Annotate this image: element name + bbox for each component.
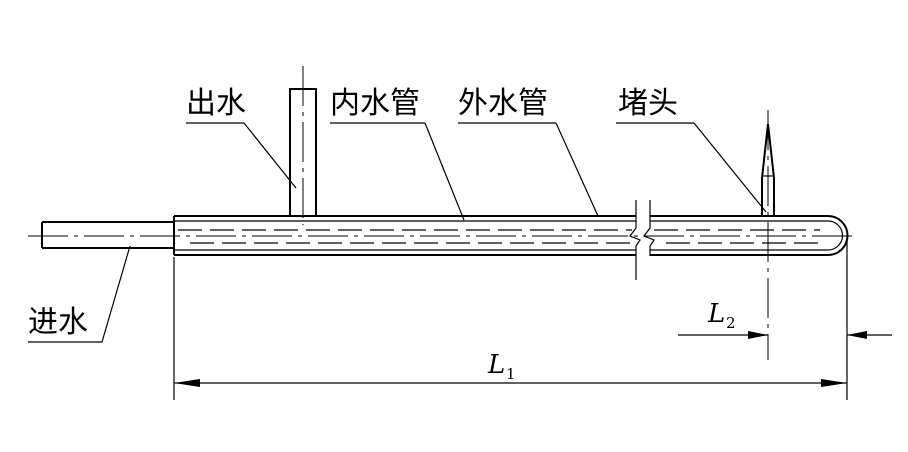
pipe-break [629,200,655,280]
leader-lines [28,122,767,343]
outer-pipe-label: 外水管 [458,86,548,121]
plug-label: 堵头 [618,86,678,121]
l1-dimension-line [174,379,847,387]
inner-pipe-label: 内水管 [330,86,420,121]
plug-shape [761,110,775,360]
l2-letter: L [707,299,725,329]
dimension-extension-lines [173,238,848,400]
inlet-label: 进水 [28,305,88,340]
outlet-label: 出水 [186,86,246,121]
outer-pipe-left [173,215,636,256]
l2-subscript: 2 [726,314,736,332]
l1-subscript: 1 [506,365,516,383]
l1-letter: L [487,350,505,380]
l2-dimension-line [678,331,892,339]
outlet-pipe [289,66,317,225]
inlet-pipe [41,221,174,249]
outer-pipe-right [650,215,849,256]
